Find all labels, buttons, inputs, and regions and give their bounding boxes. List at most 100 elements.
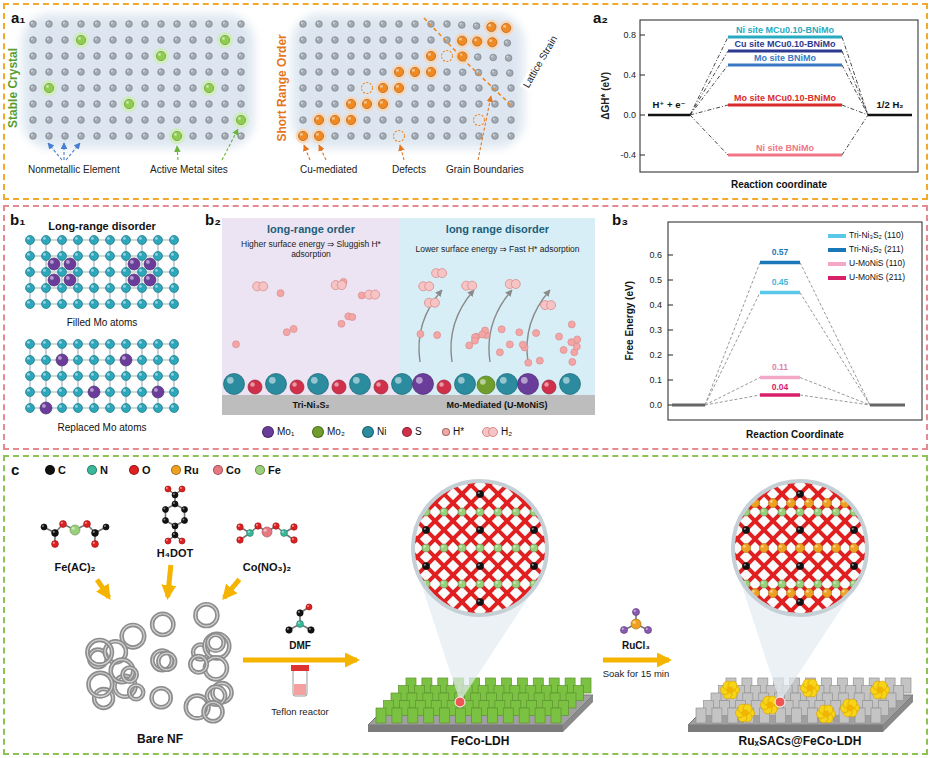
crystal-lattice [158,53,161,56]
atom-grid [43,389,46,392]
atom-grid [74,340,83,349]
energy-diagram [640,35,645,36]
crystal-lattice [175,118,177,120]
crystal-lattice [509,118,511,120]
crystal-lattice [78,21,85,28]
region-illustration [560,374,581,395]
atom-grid [59,253,62,256]
crystal-lattice [348,117,351,120]
crystal-lattice [47,38,49,40]
crystal-lattice [79,22,81,24]
zoom-inset [761,581,764,584]
zoom-inset [458,580,466,588]
zoom-inset [236,448,436,648]
crystal-lattice [445,70,447,72]
precursor-item: H₄DOT [135,484,215,562]
synthesis-illustration [871,708,881,723]
legend-item: Tri-Ni₃S₂ (110) [828,231,903,241]
region-illustration [233,341,240,348]
synthesis-illustration [182,507,188,513]
crystal-lattice [31,70,33,72]
zoom-inset [380,448,580,648]
crystal-lattice [397,54,399,56]
crystal-lattice [190,101,197,108]
crystal-lattice [158,69,165,76]
synthesis-illustration [180,539,182,541]
figure-label: 0.0 [649,400,662,410]
crystal-lattice [473,37,482,46]
zoom-inset [814,508,822,516]
atom-grid [27,341,30,344]
atom-grid [59,269,62,272]
atom-grid [27,285,30,288]
region-illustration [573,343,580,350]
atom-grid [91,285,94,288]
zoom-inset [459,545,462,548]
synthesis-illustration [60,521,67,528]
zoom-inset [806,500,809,503]
atom-grid [91,301,94,304]
crystal-lattice [460,117,467,124]
crystal-lattice [143,134,145,136]
zoom-inset [494,508,502,516]
atom-grid [42,372,51,381]
zoom-inset [532,528,534,530]
synthesis-illustration [183,507,185,509]
crystal-lattice [365,70,367,72]
crystal-lattice [110,85,117,92]
atom-grid [30,343,174,344]
crystal-lattice [301,102,303,104]
zoom-inset [488,448,688,648]
crystal-lattice [474,38,477,41]
region-illustration [350,374,371,395]
crystal-lattice [142,85,149,92]
atom-grid [75,389,78,392]
crystal-lattice [316,85,323,92]
region-illustration [419,290,442,362]
legend-text: N [100,464,108,477]
crystal-lattice [46,117,53,124]
free-energy-chart [668,355,673,356]
zoom-inset [530,544,538,552]
synthesis-illustration [195,604,217,626]
atom-grid [144,274,156,286]
free-energy-chart [800,293,870,406]
legend-swatch [828,248,846,252]
atom-grid [155,373,158,376]
atom-grid [154,372,163,381]
crystal-lattice [175,70,177,72]
energy-diagram [690,37,728,115]
atom-grid [107,405,110,408]
crystal-lattice [190,21,197,28]
crystal-lattice [491,69,498,76]
crystal-lattice [349,22,351,24]
crystal-lattice [365,38,367,40]
zoom-inset [477,527,484,534]
crystal-lattice [332,53,339,60]
crystal-lattice [62,101,69,108]
synthesis-illustration [688,725,883,732]
crystal-lattice [442,51,453,62]
crystal-lattice [410,67,419,76]
figure-label: Mo site BNiMo [754,53,816,63]
crystal-lattice [158,101,165,108]
free-energy-chart [760,376,800,380]
crystal-lattice [239,38,241,40]
crystal-lattice [300,133,303,136]
figure-label: Soak for 15 min [603,669,670,680]
zoom-inset [754,448,932,648]
atom-grid [106,236,115,245]
atom-grid [30,239,174,240]
free-energy-chart [705,263,760,406]
legend-swatch [402,427,412,437]
crystal-lattice [408,65,423,80]
region-text: long-range order [267,223,355,236]
crystal-lattice [300,69,307,76]
figure-label: Active Metal sites [150,164,228,176]
synthesis-illustration [309,628,311,630]
crystal-lattice [142,53,149,60]
atom-grid [30,287,174,288]
crystal-lattice [190,69,197,76]
crystal-lattice [478,96,491,160]
